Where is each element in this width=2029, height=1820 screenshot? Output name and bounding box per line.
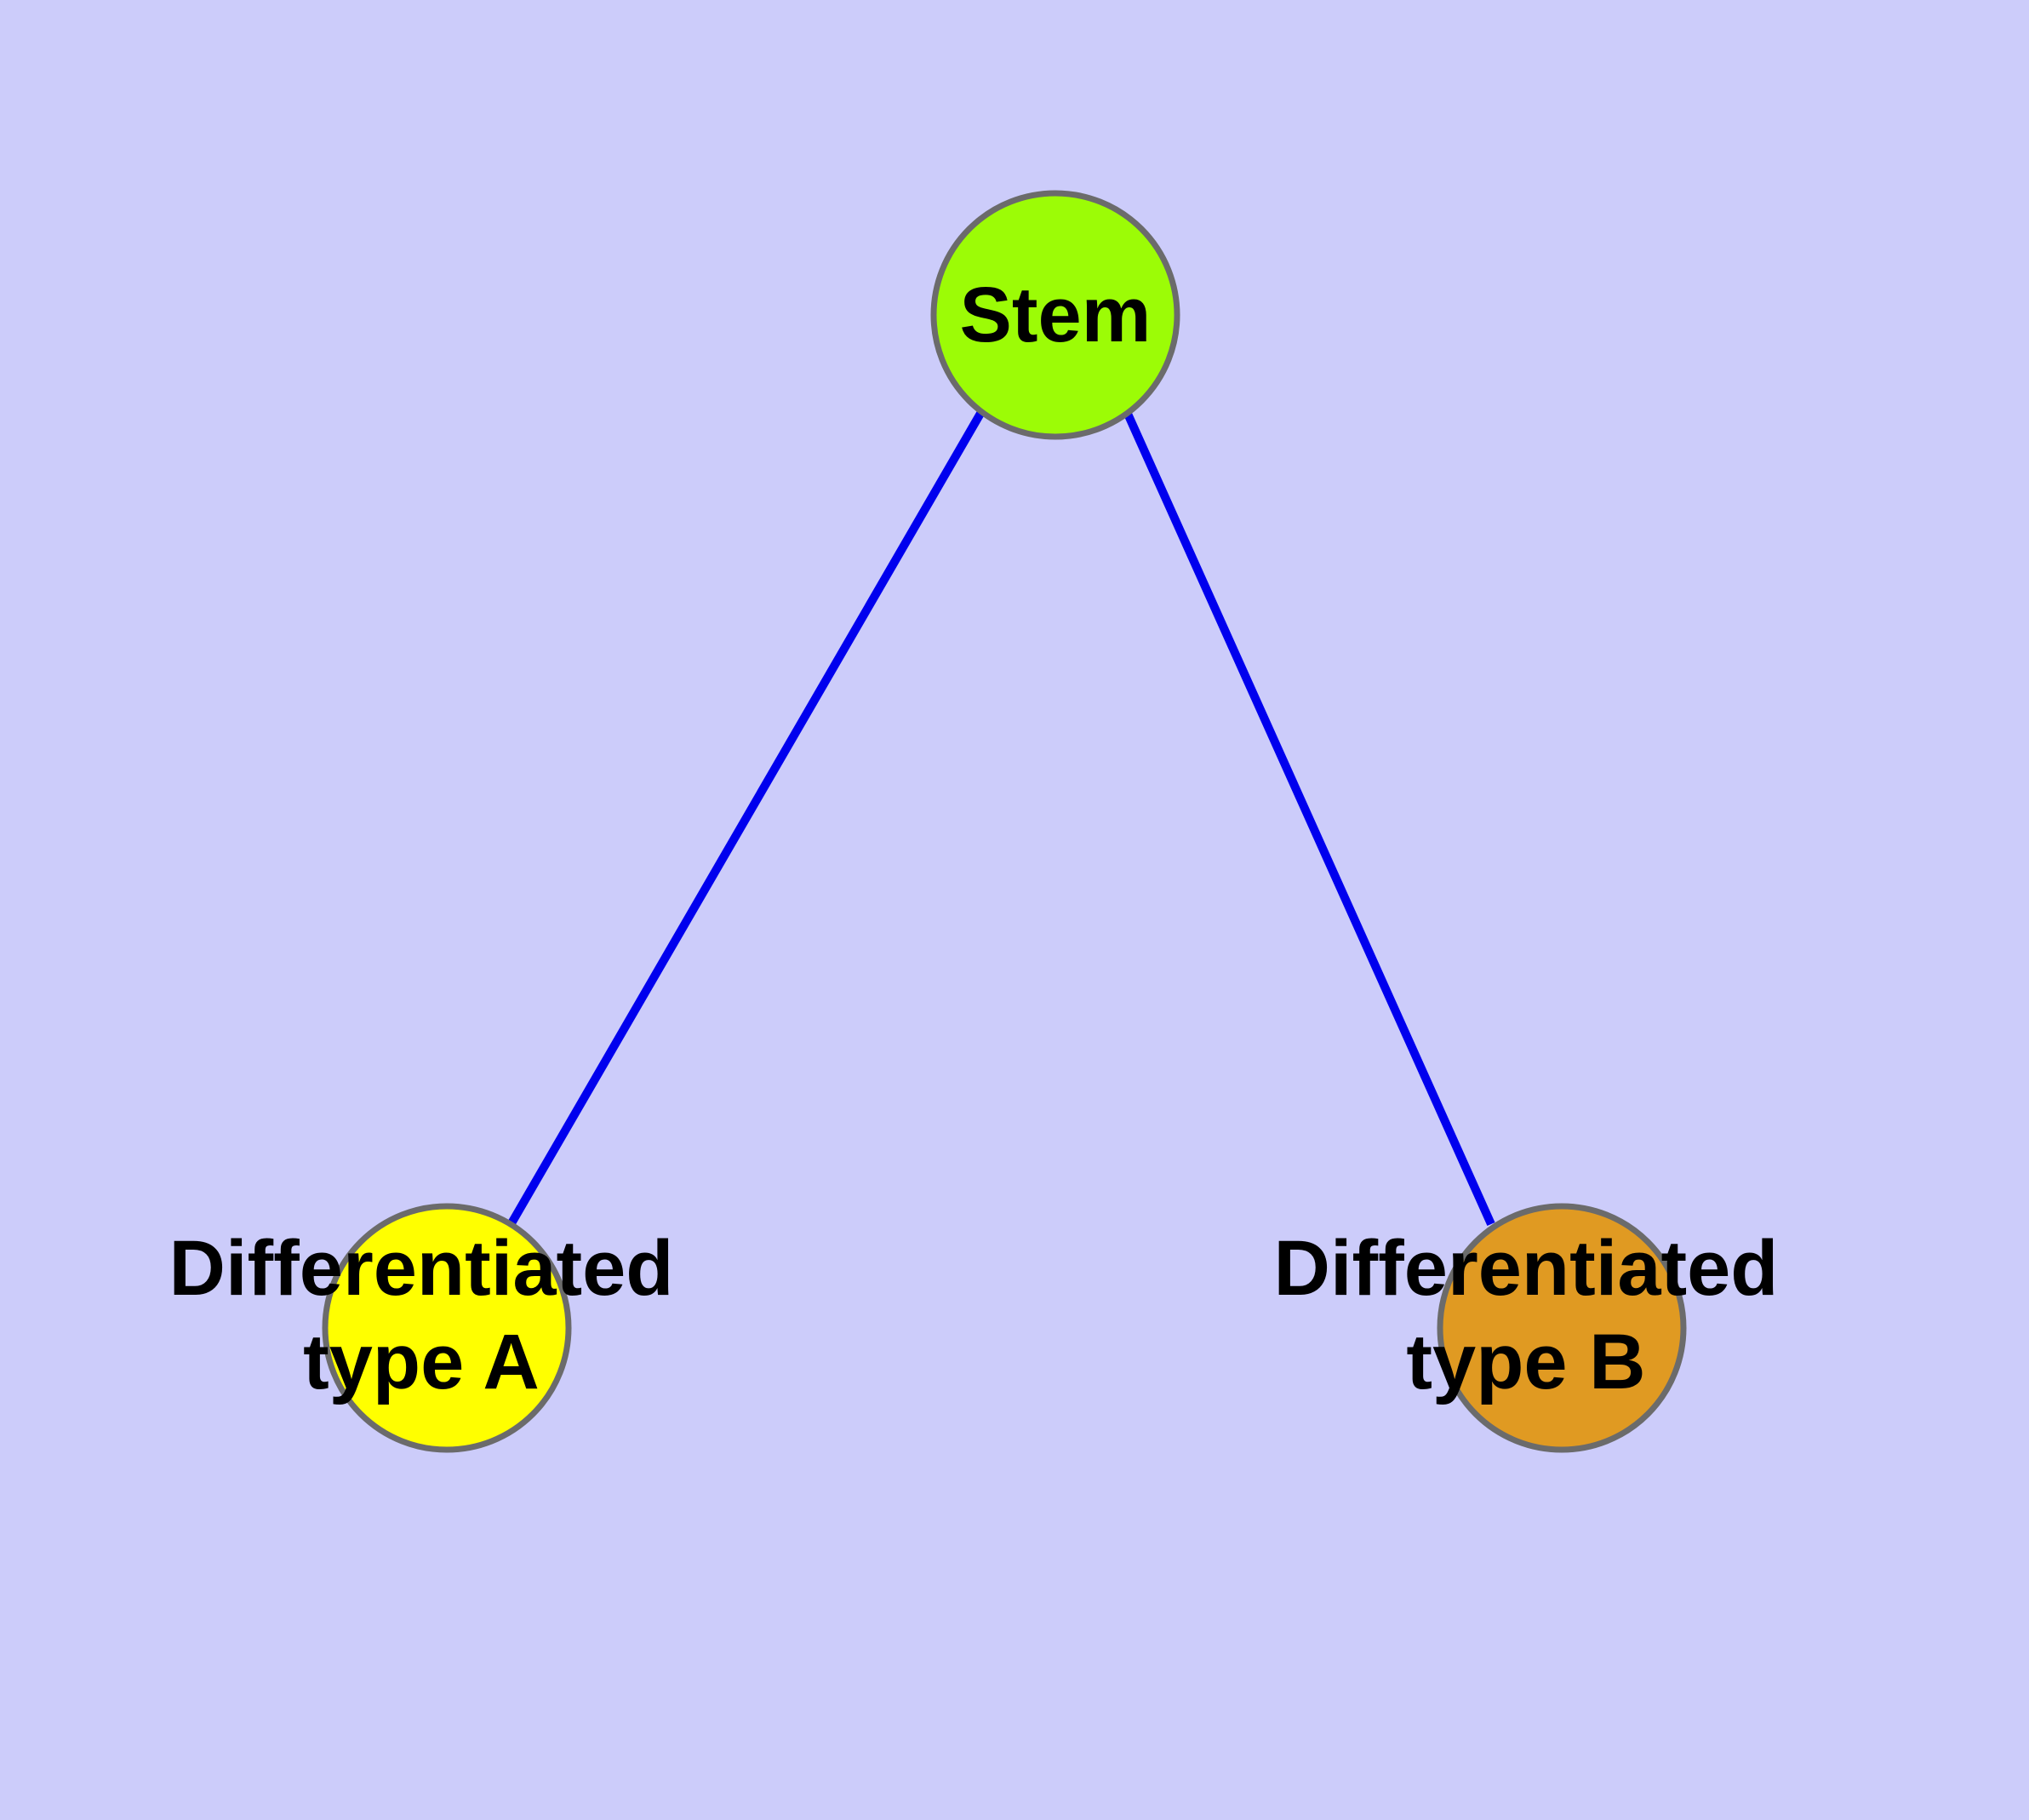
node-label-stem: Stem xyxy=(960,272,1152,358)
node-label-line: type B xyxy=(1406,1319,1645,1405)
node-stem[interactable] xyxy=(930,190,1180,440)
edges-group xyxy=(507,409,1495,1227)
edge-stem-to-diff-b[interactable] xyxy=(1123,411,1495,1227)
node-diff-b[interactable] xyxy=(1437,1203,1687,1453)
node-label-line: type A xyxy=(303,1319,540,1405)
node-label-line: Differentiated xyxy=(169,1225,674,1312)
node-label-line: Differentiated xyxy=(1274,1225,1779,1312)
edge-stem-to-diff-a[interactable] xyxy=(507,409,986,1226)
node-label-line: Stem xyxy=(960,272,1152,358)
nodes-group xyxy=(322,190,1687,1453)
node-diff-a[interactable] xyxy=(322,1203,572,1453)
